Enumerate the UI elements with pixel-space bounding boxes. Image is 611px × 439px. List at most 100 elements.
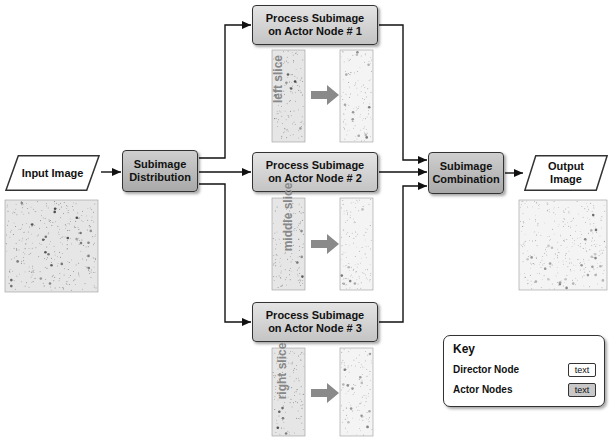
- flow-arrow: [199, 25, 251, 158]
- star-dot: [15, 203, 17, 205]
- star-dot: [73, 270, 75, 272]
- star-dot: [602, 252, 604, 254]
- star-dot: [83, 245, 85, 247]
- star-dot: [565, 287, 568, 290]
- star-dot: [345, 427, 347, 429]
- star-dot: [359, 277, 361, 279]
- star-dot: [90, 269, 92, 271]
- star-dot: [342, 421, 344, 423]
- star-dot: [344, 283, 346, 285]
- star-dot: [360, 414, 363, 417]
- star-dot: [52, 274, 54, 276]
- star-dot: [300, 415, 302, 417]
- star-dot: [356, 138, 358, 140]
- star-dot: [547, 236, 549, 238]
- star-dot: [344, 418, 346, 420]
- star-dot: [535, 234, 537, 236]
- star-dot: [527, 206, 529, 208]
- star-dot: [64, 236, 66, 238]
- star-dot: [343, 265, 345, 267]
- star-dot: [54, 276, 56, 278]
- star-dot: [343, 348, 345, 350]
- star-dot: [360, 262, 362, 264]
- star-dot: [599, 265, 602, 268]
- star-dot: [288, 81, 290, 83]
- star-dot: [294, 92, 296, 94]
- star-dot: [357, 94, 359, 96]
- star-dot: [370, 359, 372, 361]
- star-dot: [297, 256, 299, 258]
- star-dot: [287, 62, 289, 64]
- star-dot: [560, 279, 562, 281]
- star-dot: [23, 260, 25, 262]
- star-dot: [529, 262, 531, 264]
- star-dot: [346, 414, 348, 416]
- star-dot: [348, 351, 350, 353]
- star-dot: [274, 210, 276, 212]
- star-dot: [368, 203, 370, 205]
- star-dot: [276, 243, 278, 245]
- star-dot: [369, 380, 371, 382]
- star-dot: [21, 227, 23, 229]
- star-dot: [45, 203, 47, 205]
- star-dot: [353, 114, 355, 116]
- star-dot: [86, 255, 88, 257]
- star-dot: [77, 237, 79, 239]
- star-dot: [302, 247, 304, 249]
- star-dot: [570, 235, 572, 237]
- star-dot: [284, 251, 286, 253]
- star-dot: [47, 207, 49, 209]
- star-dot: [299, 285, 301, 287]
- actor-node-box: Process Subimage on Actor Node # 2: [252, 152, 378, 192]
- star-dot: [344, 128, 346, 130]
- star-dot: [575, 264, 577, 266]
- star-dot: [345, 407, 347, 409]
- star-dot: [360, 385, 362, 387]
- star-dot: [80, 250, 82, 252]
- node-text: Subimage Combination: [426, 160, 505, 186]
- star-dot: [295, 378, 297, 380]
- star-dot: [363, 366, 365, 368]
- star-dot: [346, 134, 348, 136]
- star-dot: [522, 225, 524, 227]
- star-dot: [341, 274, 344, 277]
- star-dot: [31, 267, 33, 269]
- star-dot: [290, 74, 292, 76]
- star-dot: [79, 239, 81, 241]
- star-dot: [347, 421, 350, 424]
- star-dot: [300, 212, 302, 214]
- star-dot: [581, 206, 583, 208]
- star-dot: [579, 231, 581, 233]
- star-dot: [573, 239, 575, 241]
- star-dot: [45, 279, 47, 281]
- star-dot: [553, 200, 555, 202]
- star-dot: [593, 223, 595, 225]
- star-dot: [370, 57, 372, 59]
- star-dot: [587, 217, 589, 219]
- star-dot: [51, 225, 53, 227]
- star-dot: [570, 227, 572, 229]
- star-dot: [299, 273, 301, 275]
- star-dot: [369, 225, 371, 227]
- star-dot: [356, 199, 358, 201]
- star-dot: [596, 244, 598, 246]
- star-dot: [600, 218, 602, 220]
- star-dot: [544, 222, 546, 224]
- star-dot: [50, 264, 53, 267]
- star-dot: [81, 219, 83, 221]
- star-dot: [28, 212, 30, 214]
- star-dot: [34, 225, 36, 227]
- star-dot: [74, 226, 76, 228]
- star-dot: [531, 284, 533, 286]
- star-dot: [290, 270, 292, 272]
- star-dot: [601, 216, 603, 218]
- star-dot: [579, 246, 581, 248]
- star-dot: [298, 249, 300, 251]
- star-dot: [585, 221, 587, 223]
- star-dot: [585, 247, 587, 249]
- star-dot: [599, 235, 601, 237]
- star-dot: [354, 384, 356, 386]
- star-dot: [345, 70, 347, 72]
- star-dot: [586, 202, 588, 204]
- star-dot: [341, 351, 343, 353]
